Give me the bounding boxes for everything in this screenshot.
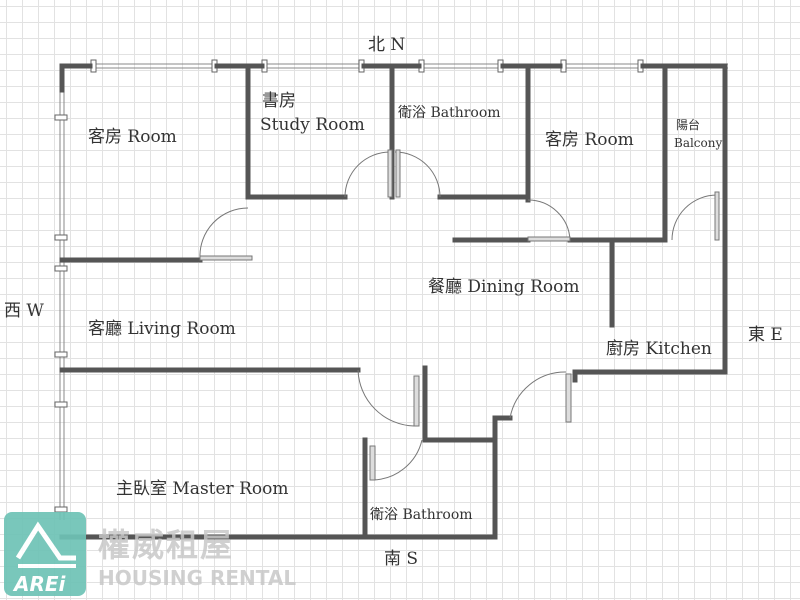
doors <box>199 149 720 481</box>
watermark-brand-en: HOUSING RENTAL <box>98 566 297 590</box>
walls <box>59 63 728 540</box>
logo-text: AREi <box>14 572 66 596</box>
room-balcony-en: Balcony <box>674 136 723 150</box>
room-master: 主臥室 Master Room <box>116 479 289 499</box>
compass-south: 南 S <box>384 549 419 569</box>
watermark-brand-cn: 權威租屋 <box>98 526 235 564</box>
room-bathroom-1: 衛浴 Bathroom <box>398 105 501 121</box>
compass-east: 東 E <box>748 325 783 345</box>
compass-north: 北 N <box>368 35 406 55</box>
room-living: 客廳 Living Room <box>88 319 236 339</box>
room-study-en: Study Room <box>260 115 365 135</box>
room-study-cn: 書房 <box>262 91 296 111</box>
compass-west: 西 W <box>4 301 44 321</box>
room-bathroom-2: 衛浴 Bathroom <box>370 507 473 523</box>
room-dining: 餐廳 Dining Room <box>428 277 580 297</box>
room-guest-1: 客房 Room <box>88 127 177 147</box>
room-balcony-cn: 陽台 <box>676 118 701 132</box>
room-guest-2: 客房 Room <box>545 130 634 150</box>
house-icon <box>15 521 76 568</box>
watermark-logo: AREi <box>4 512 86 596</box>
room-kitchen: 廚房 Kitchen <box>606 339 712 359</box>
